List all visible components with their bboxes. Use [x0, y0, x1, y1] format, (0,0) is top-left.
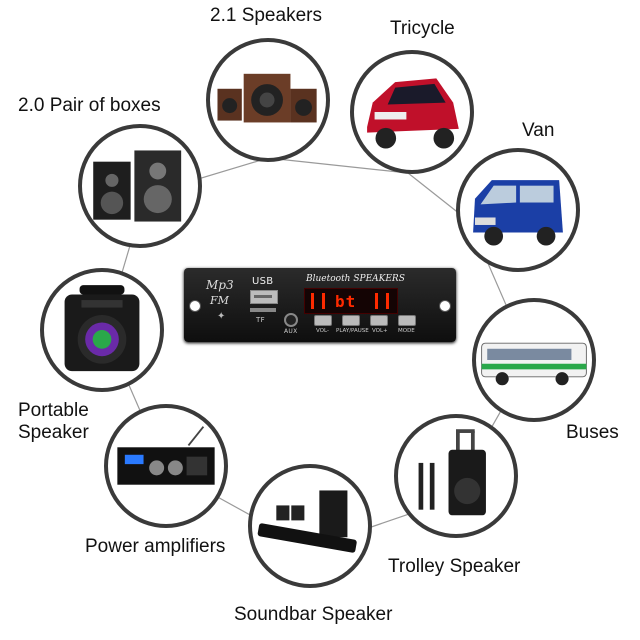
bus-icon: [472, 298, 596, 422]
bluetooth-mp3-module: Mp3 FM ✦ USB TF AUX Bluetooth SPEAKERS b…: [184, 268, 456, 342]
amplifier-icon: [104, 404, 228, 528]
label-portable: Portable: [18, 400, 89, 421]
label-buses: Buses: [566, 422, 619, 443]
bluetooth-icon: ✦: [217, 311, 226, 322]
tf-label: TF: [256, 316, 265, 324]
panel-title: Bluetooth SPEAKERS: [306, 274, 405, 284]
usb-port[interactable]: [250, 290, 278, 304]
btn-label-vol-down: VOL-: [316, 328, 329, 334]
vol-up-button[interactable]: [370, 315, 388, 326]
brand-mp3: Mp3: [206, 278, 234, 292]
label-2-1-speakers: 2.1 Speakers: [210, 5, 322, 26]
usb-label: USB: [252, 276, 274, 287]
btn-label-mode: MODE: [398, 328, 415, 334]
mode-button[interactable]: [398, 315, 416, 326]
led-segment: [311, 293, 325, 309]
led-display: bt: [304, 288, 398, 314]
play-pause-button[interactable]: [342, 315, 360, 326]
aux-jack[interactable]: [284, 313, 298, 327]
speakers-21-icon: [206, 38, 330, 162]
led-segment: [375, 293, 389, 309]
speaker-pair-icon: [78, 124, 202, 248]
label-tricycle: Tricycle: [390, 18, 455, 39]
label-power-amplifiers: Power amplifiers: [85, 536, 226, 557]
label-speaker: Speaker: [18, 422, 89, 443]
aux-label: AUX: [284, 328, 298, 335]
mount-hole: [189, 300, 201, 312]
brand-fm: FM: [210, 294, 229, 307]
portable-speaker-icon: [40, 268, 164, 392]
trolley-speaker-icon: [394, 414, 518, 538]
tricycle-icon: [350, 50, 474, 174]
label-trolley-speaker: Trolley Speaker: [388, 556, 521, 577]
label-van: Van: [522, 120, 555, 141]
btn-label-vol-up: VOL+: [372, 328, 388, 334]
btn-label-play-pause: PLAY/PAUSE: [336, 328, 369, 334]
mount-hole: [439, 300, 451, 312]
van-icon: [456, 148, 580, 272]
vol-down-button[interactable]: [314, 315, 332, 326]
soundbar-icon: [248, 464, 372, 588]
tf-card-slot[interactable]: [250, 308, 276, 312]
label-2-0-pair-of-boxes: 2.0 Pair of boxes: [18, 95, 161, 116]
display-text: bt: [335, 292, 357, 311]
label-soundbar-speaker: Soundbar Speaker: [234, 604, 393, 625]
connector-line: [267, 157, 409, 174]
